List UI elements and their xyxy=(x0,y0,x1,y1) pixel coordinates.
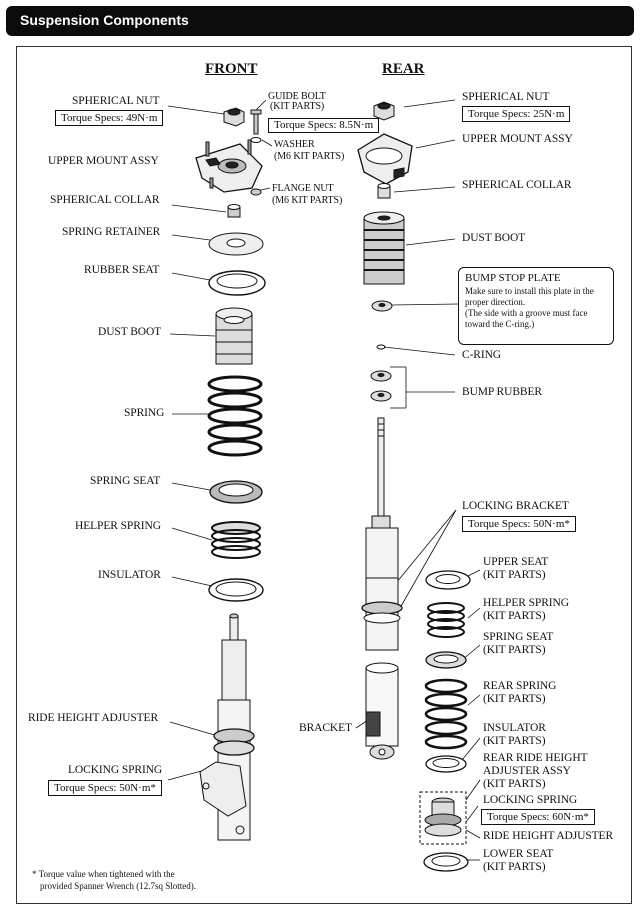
rear-spring-drawing xyxy=(424,678,468,750)
front-insulator-drawing xyxy=(208,578,264,602)
bump-stop-note-line-2: proper direction. xyxy=(465,297,525,307)
footnote-line-2: provided Spanner Wrench (12.7sq Slotted)… xyxy=(40,881,196,891)
bump-rubber-label: BUMP RUBBER xyxy=(462,386,542,398)
front-upper-mount-label: UPPER MOUNT ASSY xyxy=(48,155,159,167)
front-section-title: FRONT xyxy=(205,61,258,77)
rear-adjuster-assy-drawing xyxy=(419,791,467,845)
guide-bolt-kit-label: (KIT PARTS) xyxy=(270,101,325,112)
rear-spring-kit-label: (KIT PARTS) xyxy=(483,693,546,705)
lower-seat-kit-label: (KIT PARTS) xyxy=(483,861,546,873)
c-ring-label: C-RING xyxy=(462,349,502,361)
rear-upper-mount-drawing xyxy=(357,133,413,185)
rear-spring-seat-label: SPRING SEAT xyxy=(483,631,554,643)
rear-section-title: REAR xyxy=(382,61,425,77)
rear-bump-stop-plate-drawing xyxy=(371,300,393,312)
rear-insulator-kit-label: (KIT PARTS) xyxy=(483,735,546,747)
front-spherical-nut-label: SPHERICAL NUT xyxy=(72,95,160,107)
front-guide-bolt-drawing xyxy=(250,109,262,143)
rear-insulator-drawing xyxy=(425,755,467,773)
bump-stop-note-line-1: Make sure to install this plate in the xyxy=(465,286,594,296)
rubber-seat-label: RUBBER SEAT xyxy=(84,264,160,276)
front-rubber-seat-drawing xyxy=(208,270,266,296)
rear-insulator-label: INSULATOR xyxy=(483,722,546,734)
front-spring-drawing xyxy=(207,375,263,457)
front-spring-label: SPRING xyxy=(124,407,165,419)
front-dust-boot-label: DUST BOOT xyxy=(98,326,162,338)
front-upper-mount-drawing xyxy=(195,139,263,193)
front-spherical-nut-torque: Torque Specs: 49N·m xyxy=(55,110,164,126)
flange-nut-kit-label: (M6 KIT PARTS) xyxy=(272,195,343,206)
rear-locking-spring-torque: Torque Specs: 60N·m* xyxy=(481,809,595,825)
rear-upper-mount-label: UPPER MOUNT ASSY xyxy=(462,133,573,145)
rear-upper-seat-drawing xyxy=(425,570,471,590)
guide-bolt-label: GUIDE BOLT xyxy=(268,91,326,102)
front-insulator-label: INSULATOR xyxy=(98,569,161,581)
front-spring-seat-drawing xyxy=(209,480,263,504)
upper-seat-kit-label: (KIT PARTS) xyxy=(483,569,546,581)
rear-helper-spring-label: HELPER SPRING xyxy=(483,597,569,609)
front-spring-seat-label: SPRING SEAT xyxy=(90,475,161,487)
rear-locking-spring-label: LOCKING SPRING xyxy=(483,794,578,806)
rear-spherical-nut-torque: Torque Specs: 25N·m xyxy=(462,106,571,122)
bump-stop-note-line-4: toward the C-ring.) xyxy=(465,319,535,329)
rear-dust-boot-label: DUST BOOT xyxy=(462,232,526,244)
rear-spherical-nut-drawing xyxy=(373,101,395,121)
page-title: Suspension Components xyxy=(20,12,189,28)
rear-adjuster-assy-label-1: REAR RIDE HEIGHT xyxy=(483,752,588,764)
rear-spring-seat-drawing xyxy=(425,651,467,669)
locking-bracket-label: LOCKING BRACKET xyxy=(462,500,569,512)
front-spherical-collar-label: SPHERICAL COLLAR xyxy=(50,194,160,206)
front-spring-retainer-drawing xyxy=(208,232,264,256)
guide-bolt-torque: Torque Specs: 8.5N·m xyxy=(268,118,380,133)
front-spherical-collar-drawing xyxy=(227,204,241,218)
bump-stop-note-line-3: (The side with a groove must face xyxy=(465,308,588,318)
front-helper-spring-drawing xyxy=(211,521,261,559)
lower-seat-label: LOWER SEAT xyxy=(483,848,554,860)
rear-damper-drawing xyxy=(361,417,403,651)
rear-ride-height-adjuster-label: RIDE HEIGHT ADJUSTER xyxy=(483,830,614,842)
rear-adjuster-assy-kit-label: (KIT PARTS) xyxy=(483,778,546,790)
rear-c-ring-drawing xyxy=(376,344,386,350)
diagram-frame xyxy=(16,46,632,904)
front-flange-nut-drawing xyxy=(250,188,262,196)
rear-spherical-collar-drawing xyxy=(377,183,391,199)
front-helper-spring-label: HELPER SPRING xyxy=(75,520,161,532)
front-spherical-nut-drawing xyxy=(223,107,245,127)
front-dust-boot-drawing xyxy=(215,307,253,365)
washer-label: WASHER xyxy=(274,139,315,150)
spring-retainer-label: SPRING RETAINER xyxy=(62,226,161,238)
leader-lines xyxy=(167,99,481,861)
rear-spherical-collar-label: SPHERICAL COLLAR xyxy=(462,179,572,191)
rear-bracket-drawing xyxy=(365,662,399,760)
rear-helper-spring-drawing xyxy=(427,602,465,638)
flange-nut-label: FLANGE NUT xyxy=(272,183,334,194)
bump-stop-plate-note: BUMP STOP PLATE Make sure to install thi… xyxy=(458,267,614,345)
rear-bump-rubber-drawing xyxy=(370,370,392,402)
rear-dust-boot-drawing xyxy=(363,211,405,285)
front-locking-spring-torque: Torque Specs: 50N·m* xyxy=(48,780,162,796)
rear-spring-label: REAR SPRING xyxy=(483,680,557,692)
upper-seat-label: UPPER SEAT xyxy=(483,556,549,568)
title-bar: Suspension Components xyxy=(6,6,634,36)
rear-lower-seat-drawing xyxy=(423,852,469,872)
rear-spring-seat-kit-label: (KIT PARTS) xyxy=(483,644,546,656)
locking-bracket-torque: Torque Specs: 50N·m* xyxy=(462,516,576,532)
torque-footnote: * Torque value when tightened with the p… xyxy=(32,868,196,892)
rear-spherical-nut-label: SPHERICAL NUT xyxy=(462,91,550,103)
footnote-line-1: * Torque value when tightened with the xyxy=(32,869,175,879)
bump-stop-plate-title: BUMP STOP PLATE xyxy=(465,272,561,284)
rear-helper-spring-kit-label: (KIT PARTS) xyxy=(483,610,546,622)
bracket-label: BRACKET xyxy=(299,722,352,734)
front-locking-spring-label: LOCKING SPRING xyxy=(68,764,163,776)
front-damper-drawing xyxy=(199,613,255,841)
rear-adjuster-assy-label-2: ADJUSTER ASSY xyxy=(483,765,571,777)
front-ride-height-adjuster-label: RIDE HEIGHT ADJUSTER xyxy=(28,712,159,724)
washer-kit-label: (M6 KIT PARTS) xyxy=(274,151,345,162)
